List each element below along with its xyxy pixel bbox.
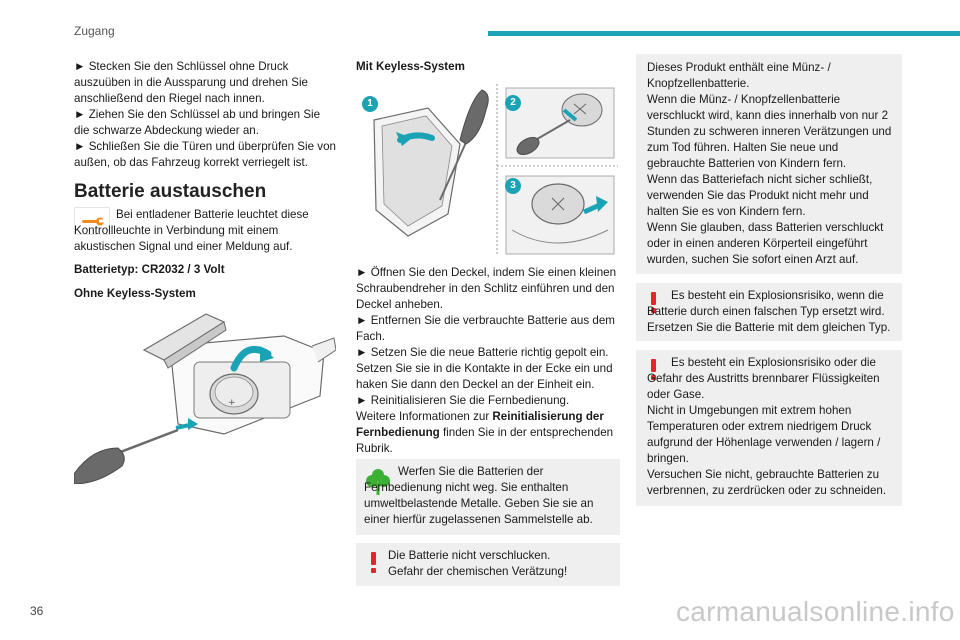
warning-light-text: Bei entladener Batterie leuchtet diese K… xyxy=(74,208,309,253)
battery-info-note: Dieses Produkt enthält eine Münz- / Knop… xyxy=(636,54,902,274)
swallow-line-2: Gefahr der chemischen Verätzung! xyxy=(388,565,568,578)
battery-type: Batterietyp: CR2032 / 3 Volt xyxy=(74,263,225,276)
explosion-warning-text: Es besteht ein Explosionsrisiko, wenn di… xyxy=(647,289,891,334)
recycling-tree-icon xyxy=(366,467,390,497)
subheading-with-keyless: Mit Keyless-System xyxy=(356,60,465,73)
page-number: 36 xyxy=(30,604,44,618)
keyless-step-3: ► Setzen Sie die neue Batterie richtig g… xyxy=(356,346,613,391)
keyless-step-4: ► Reinitialisieren Sie die Fernbedienung… xyxy=(356,394,570,407)
keyless-illustration xyxy=(356,80,620,260)
eco-note: Werfen Sie die Batterien der Fernbedienu… xyxy=(356,459,620,535)
subheading-without-keyless: Ohne Keyless-System xyxy=(74,287,196,300)
section-heading: Batterie austauschen xyxy=(74,181,267,202)
step-marker-1: 1 xyxy=(362,96,378,112)
swallow-warning-note: Die Batterie nicht verschlucken. Gefahr … xyxy=(356,543,620,586)
warning-exclamation-icon xyxy=(650,359,656,380)
battery-info-text: Dieses Produkt enthält eine Münz- / Knop… xyxy=(647,61,892,266)
more-info-text: Weitere Informationen zur Reinitialisier… xyxy=(356,410,614,455)
step-3: ► Schließen Sie die Türen und überprüfen… xyxy=(74,140,336,169)
header-accent-bar xyxy=(488,31,960,36)
explosion-warning-note: Es besteht ein Explosionsrisiko, wenn di… xyxy=(636,283,902,341)
wrench-icon xyxy=(74,207,110,235)
explosion-fire-warning-text: Es besteht ein Explosionsrisiko oder die… xyxy=(647,356,887,497)
step-2: ► Ziehen Sie den Schlüssel ab und bringe… xyxy=(74,108,321,137)
key-battery-illustration: + xyxy=(74,306,336,484)
keyless-step-1: ► Öffnen Sie den Deckel, indem Sie einen… xyxy=(356,266,617,311)
section-title: Zugang xyxy=(74,24,115,38)
keyless-step-2: ► Entfernen Sie die verbrauchte Batterie… xyxy=(356,314,615,343)
explosion-fire-warning-note: Es besteht ein Explosionsrisiko oder die… xyxy=(636,350,902,506)
swallow-line-1: Die Batterie nicht verschlucken. xyxy=(388,549,551,562)
step-marker-2: 2 xyxy=(505,95,521,111)
warning-exclamation-icon xyxy=(650,292,656,313)
svg-text:+: + xyxy=(228,398,236,408)
step-1: ► Stecken Sie den Schlüssel ohne Druck a… xyxy=(74,60,308,105)
warning-exclamation-icon xyxy=(370,552,376,573)
eco-note-text: Werfen Sie die Batterien der Fernbedienu… xyxy=(364,465,594,526)
step-marker-3: 3 xyxy=(505,178,521,194)
watermark: carmanualsonline.info xyxy=(676,596,955,627)
